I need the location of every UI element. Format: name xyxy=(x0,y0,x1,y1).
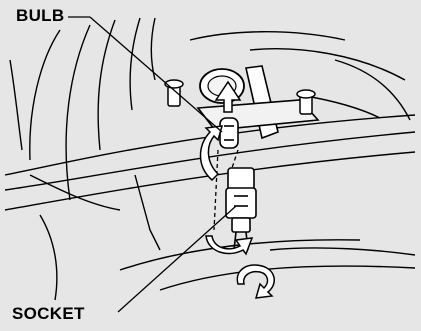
bulb-label: BULB xyxy=(14,6,66,26)
removal-curve-arrow-upper xyxy=(201,126,223,180)
bulb xyxy=(220,118,238,148)
bulb-leader-line xyxy=(90,17,222,132)
screw-right xyxy=(297,90,315,114)
socket-leader-line xyxy=(118,206,236,312)
removal-curve-arrow-lower xyxy=(206,236,252,254)
socket-label: SOCKET xyxy=(10,304,87,324)
twist-rotation-arrow xyxy=(237,265,274,298)
